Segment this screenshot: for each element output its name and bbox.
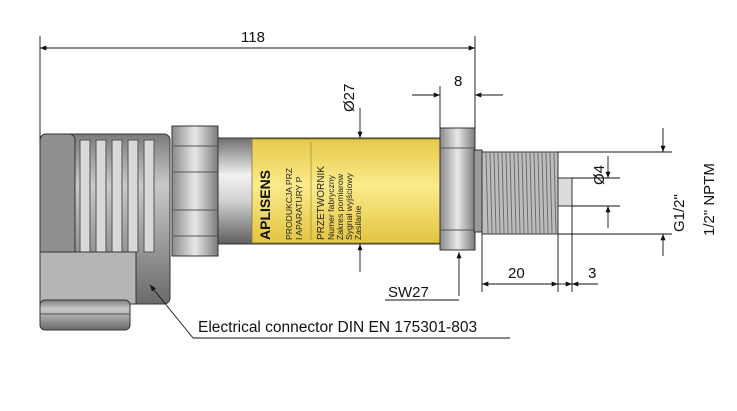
thread-groove <box>485 152 489 234</box>
thread-groove <box>517 152 521 234</box>
cable-gland-nut <box>171 125 219 257</box>
thread-groove <box>525 152 529 234</box>
dim-spanner-size: SW27 <box>388 284 429 301</box>
thread-groove <box>549 152 553 234</box>
dim-body-diameter: Ø27 <box>341 84 358 112</box>
thread-groove <box>505 152 509 234</box>
connector-callout-text: Electrical connector DIN EN 175301-803 <box>198 319 477 336</box>
thread-groove <box>513 152 517 234</box>
dim-thread-npt: 1/2" NPTM <box>701 163 718 236</box>
thread-groove <box>537 152 541 234</box>
label-field-1: Numer fabryczny <box>326 174 336 240</box>
dimension-lines <box>39 36 672 339</box>
label-field-2: Zakres pomiarow <box>335 173 345 240</box>
thread-groove <box>521 152 525 234</box>
thread-groove <box>541 152 545 234</box>
thread-lines <box>485 152 557 234</box>
dim-hex-width: 8 <box>454 73 462 90</box>
thread-groove <box>553 152 557 234</box>
thread-groove <box>533 152 537 234</box>
label-field-3: Sygnał wyjściowy <box>344 172 354 240</box>
dim-overall-length: 118 <box>241 29 265 46</box>
thread-groove <box>529 152 533 234</box>
dimension-labels: 118 8 Ø27 SW27 Ø4 G1/2" 1/2" NPTM 20 3 E… <box>198 29 718 336</box>
dim-thread-g: G1/2" <box>671 194 688 232</box>
label-title: PRZETWORNIK <box>316 166 327 240</box>
electrical-connector <box>39 133 171 331</box>
thread-groove <box>497 152 501 234</box>
hex-nut-sw27 <box>439 127 483 251</box>
label-field-4: Zasilanie <box>353 205 363 240</box>
dim-tip-diameter: Ø4 <box>591 165 608 185</box>
thread-groove <box>545 152 549 234</box>
dim-thread-length: 20 <box>508 265 525 282</box>
process-thread <box>481 151 573 235</box>
company-line-2: I APARATURY P <box>294 176 304 240</box>
brand-logo: APLISENS <box>257 170 273 240</box>
nameplate: APLISENS PRODUKCJA PRZ I APARATURY P PRZ… <box>251 138 441 244</box>
thread-groove <box>509 152 513 234</box>
thread-groove <box>501 152 505 234</box>
company-line-1: PRODUKCJA PRZ <box>284 168 294 240</box>
dim-tip-length: 3 <box>588 265 596 282</box>
thread-groove <box>493 152 497 234</box>
thread-groove <box>489 152 493 234</box>
